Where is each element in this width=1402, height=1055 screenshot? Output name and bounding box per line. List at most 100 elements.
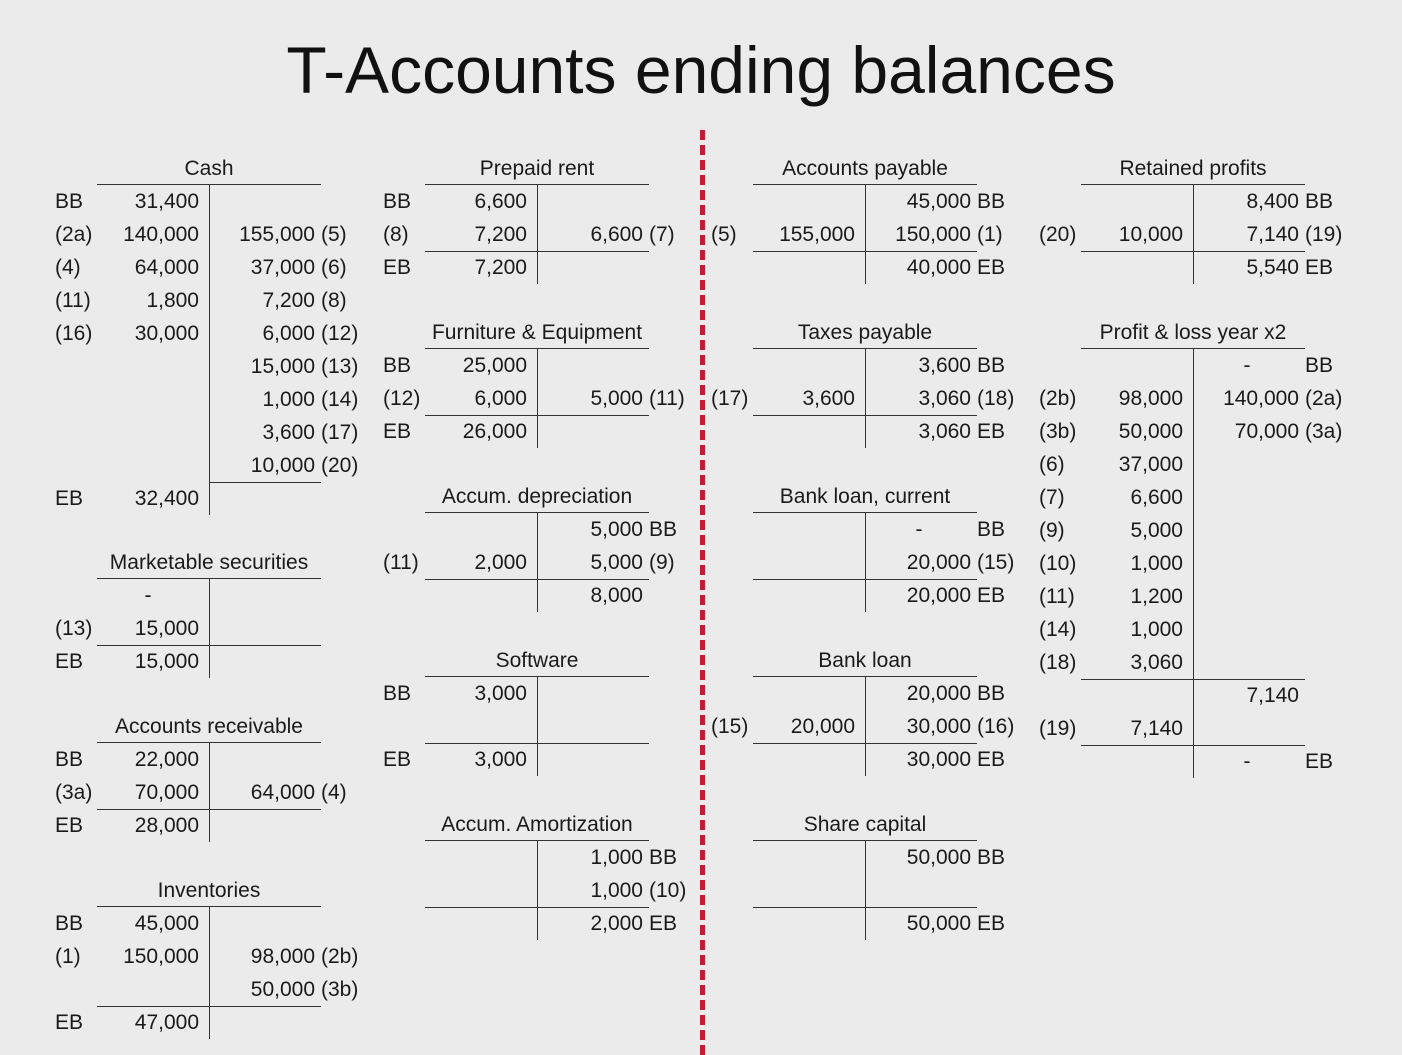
account-center-rule [537, 841, 538, 940]
left-ref: BB [55, 190, 84, 213]
section-divider [700, 130, 705, 1055]
debit-amount: 45,000 [134, 912, 199, 935]
right-ref: (13) [321, 355, 359, 378]
left-ref: (5) [711, 223, 737, 246]
debit-amount: 3,000 [474, 748, 527, 771]
right-ref: EB [1305, 750, 1334, 773]
right-ref: (10) [649, 879, 687, 902]
left-ref: (4) [55, 256, 81, 279]
credit-amount: 3,600 [262, 421, 315, 444]
right-ref: (8) [321, 289, 347, 312]
credit-amount: 8,400 [1246, 190, 1299, 213]
account-top-rule [425, 512, 649, 513]
credit-amount: 7,140 [1246, 223, 1299, 246]
credit-amount: 7,140 [1246, 684, 1299, 707]
right-ref: BB [977, 190, 1006, 213]
credit-amount: 5,000 [590, 387, 643, 410]
left-ref: (11) [383, 551, 419, 574]
debit-amount: 64,000 [134, 256, 199, 279]
debit-amount: 140,000 [123, 223, 199, 246]
account-center-rule [865, 513, 866, 612]
credit-amount: 20,000 [906, 682, 971, 705]
right-ref: BB [649, 518, 678, 541]
right-ref: BB [977, 354, 1006, 377]
account-title: Software [495, 649, 579, 672]
credit-amount: 1,000 [262, 388, 315, 411]
debit-amount: 10,000 [1118, 223, 1183, 246]
account-title: Cash [184, 157, 234, 180]
account-center-rule [209, 743, 210, 842]
debit-amount: 2,000 [474, 551, 527, 574]
credit-amount: 50,000 [250, 978, 315, 1001]
debit-amount: 20,000 [790, 715, 855, 738]
right-ref: EB [977, 256, 1006, 279]
right-ref: BB [1305, 354, 1334, 377]
account-top-rule [97, 578, 321, 579]
account-title: Profit & loss year x2 [1099, 321, 1287, 344]
total-rule [97, 1006, 321, 1007]
right-ref: (6) [321, 256, 347, 279]
total-rule [753, 743, 977, 744]
credit-amount: 155,000 [239, 223, 315, 246]
credit-amount: 30,000 [906, 715, 971, 738]
credit-amount: 37,000 [250, 256, 315, 279]
credit-amount: 1,000 [590, 879, 643, 902]
account-title: Accounts receivable [115, 715, 303, 738]
debit-amount: 37,000 [1118, 453, 1183, 476]
right-ref: (19) [1305, 223, 1343, 246]
right-ref: EB [649, 912, 678, 935]
left-ref: BB [383, 190, 412, 213]
total-rule [753, 907, 977, 908]
left-ref: (7) [1039, 486, 1065, 509]
credit-amount: - [1243, 354, 1251, 377]
credit-amount: 3,060 [918, 387, 971, 410]
left-ref: EB [383, 256, 412, 279]
credit-amount: 7,200 [262, 289, 315, 312]
debit-amount: 6,600 [474, 190, 527, 213]
left-ref: (11) [55, 289, 91, 312]
account-top-rule [425, 676, 649, 677]
left-ref: (14) [1039, 618, 1077, 641]
debit-amount: 30,000 [134, 322, 199, 345]
right-ref: (4) [321, 781, 347, 804]
account-center-rule [537, 185, 538, 284]
debit-amount: 3,000 [474, 682, 527, 705]
left-ref: (17) [711, 387, 749, 410]
account-top-rule [425, 348, 649, 349]
account-top-rule [753, 840, 977, 841]
account-top-rule [1081, 348, 1305, 349]
debit-amount: 50,000 [1118, 420, 1183, 443]
right-ref: BB [977, 682, 1006, 705]
debit-amount: 7,140 [1130, 717, 1183, 740]
right-ref: EB [1305, 256, 1334, 279]
account-center-rule [537, 513, 538, 612]
debit-amount: - [144, 584, 152, 607]
debit-amount: 26,000 [462, 420, 527, 443]
left-ref: (2b) [1039, 387, 1077, 410]
right-ref: BB [649, 846, 678, 869]
credit-amount: 5,000 [590, 518, 643, 541]
account-title: Accum. Amortization [441, 813, 633, 836]
right-ref: (12) [321, 322, 359, 345]
debit-amount: 1,800 [146, 289, 199, 312]
credit-amount: 45,000 [906, 190, 971, 213]
credit-amount: 20,000 [906, 584, 971, 607]
credit-amount: 40,000 [906, 256, 971, 279]
total-rule [1081, 251, 1305, 252]
account-top-rule [97, 906, 321, 907]
debit-amount: 98,000 [1118, 387, 1183, 410]
right-ref: EB [977, 584, 1006, 607]
total-rule [1081, 745, 1305, 746]
account-title: Furniture & Equipment [431, 321, 643, 344]
account-top-rule [753, 676, 977, 677]
credit-amount: 20,000 [906, 551, 971, 574]
account-title: Share capital [803, 813, 927, 836]
total-rule [753, 579, 977, 580]
left-ref: BB [383, 682, 412, 705]
right-ref: BB [977, 518, 1006, 541]
account-center-rule [865, 185, 866, 284]
left-ref: (20) [1039, 223, 1077, 246]
credit-amount: 150,000 [895, 223, 971, 246]
right-ref: (7) [649, 223, 675, 246]
total-rule [209, 482, 321, 483]
